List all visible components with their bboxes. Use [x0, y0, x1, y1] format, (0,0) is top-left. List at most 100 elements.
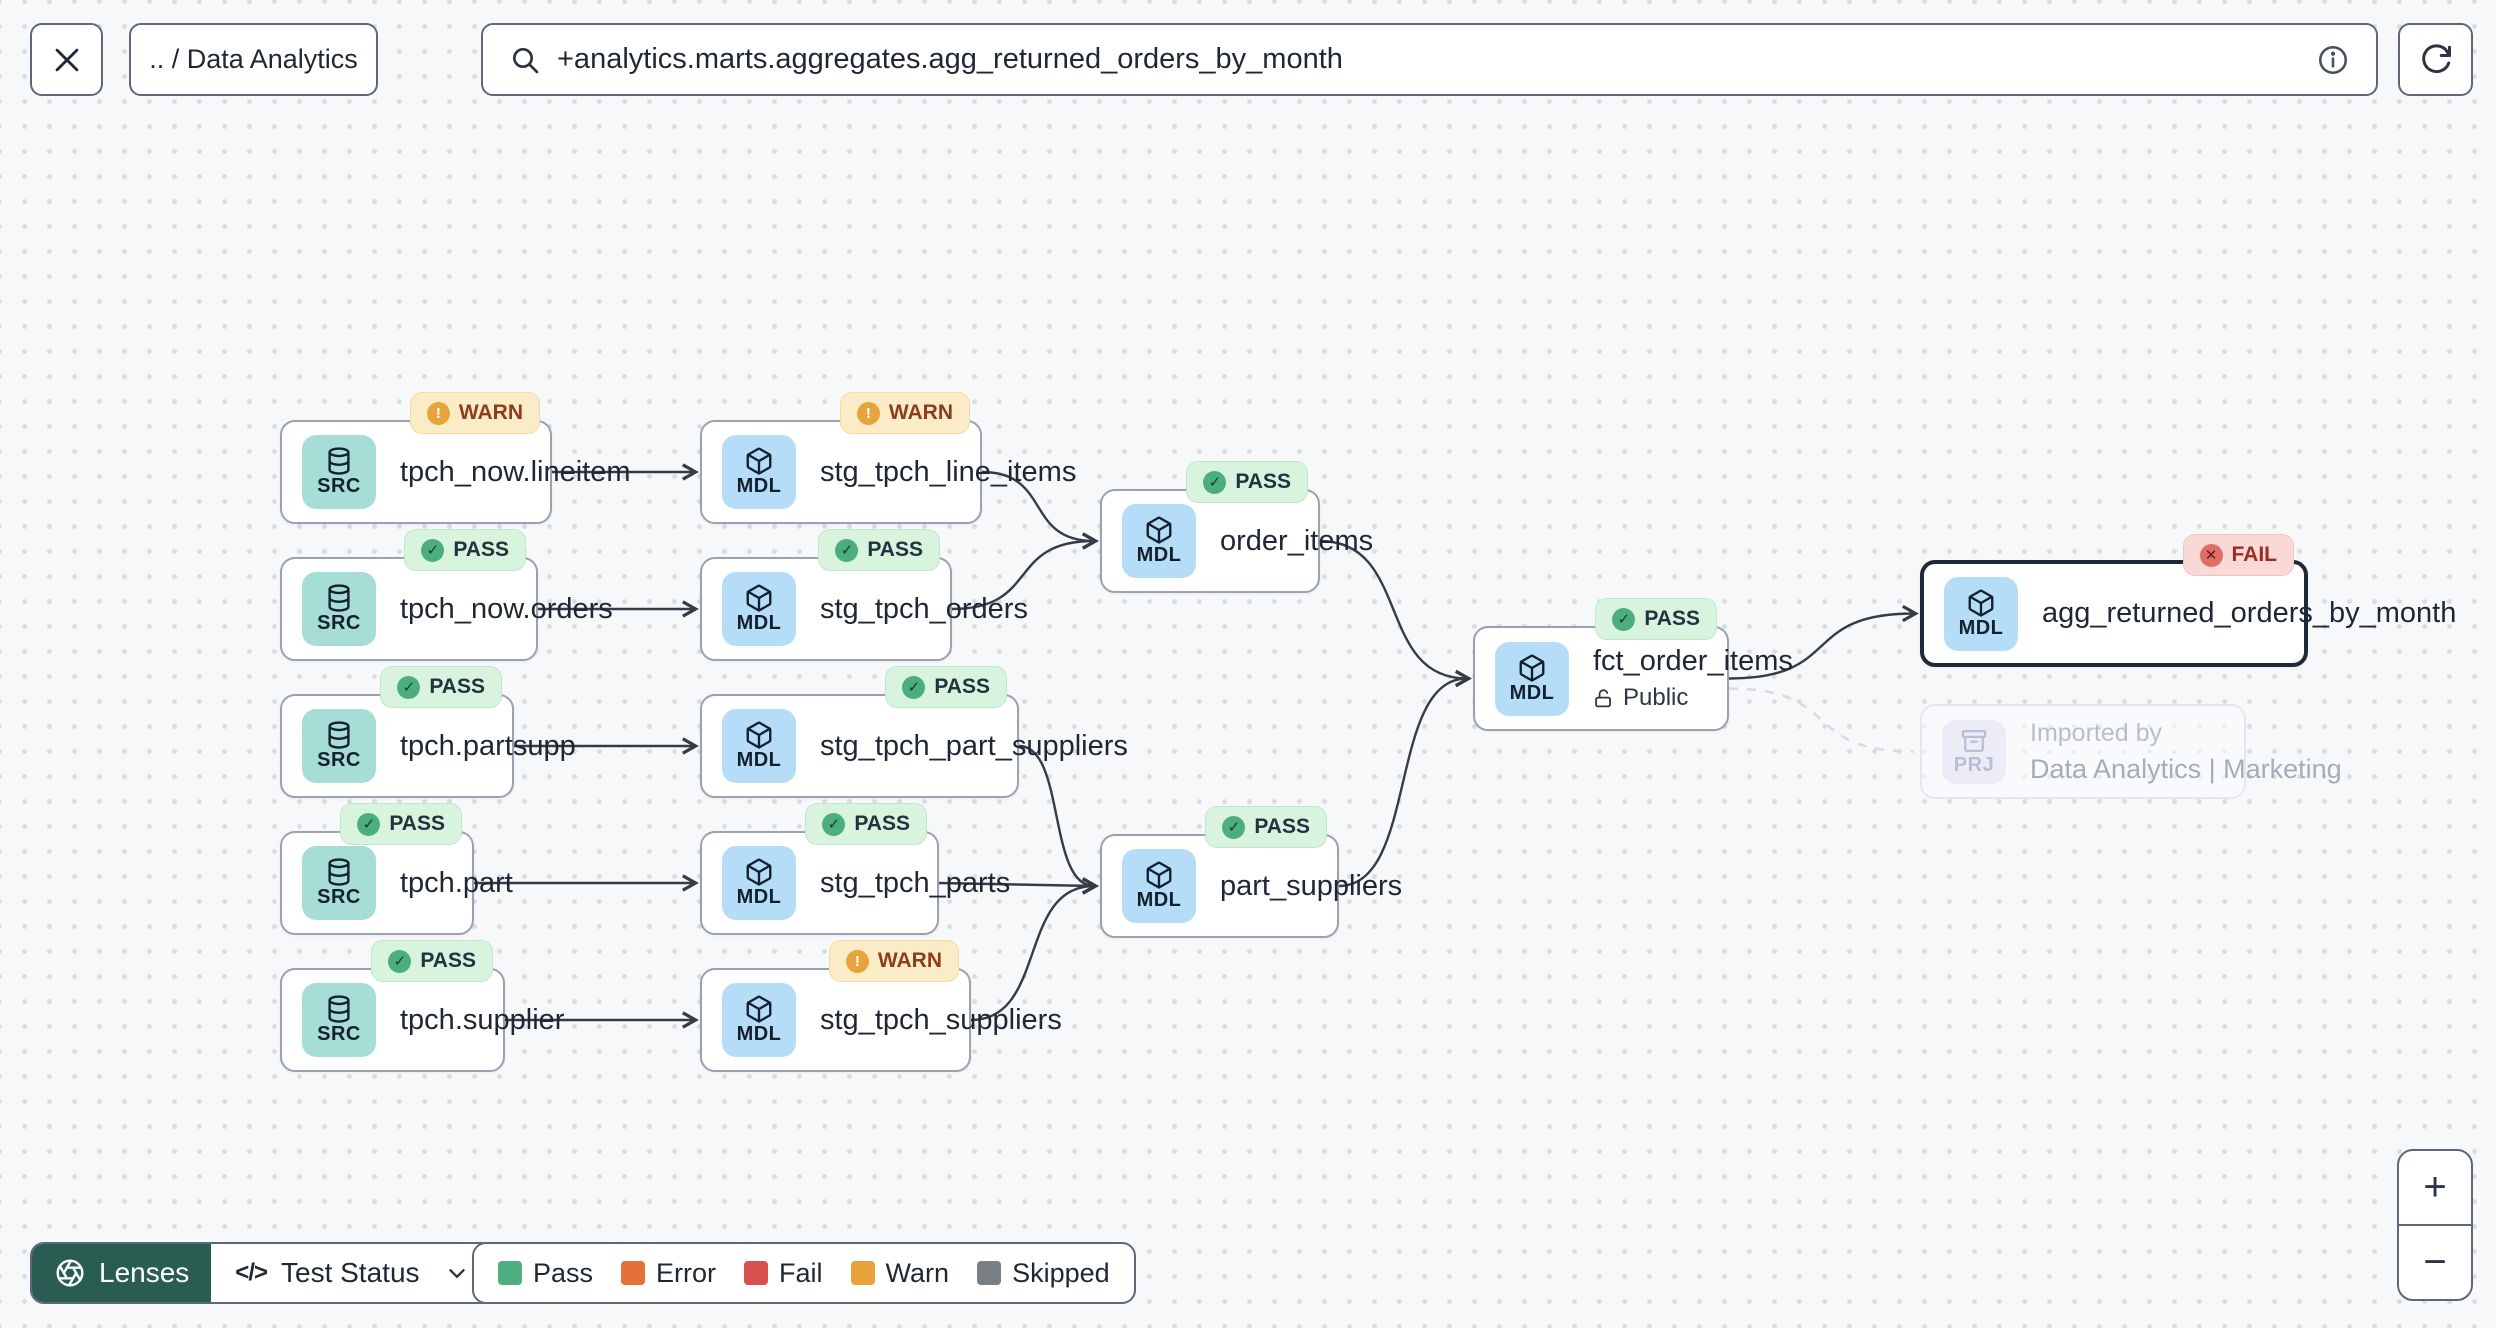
- search-bar[interactable]: [481, 23, 2378, 96]
- node-stg_tpch_parts[interactable]: ✓ PASS MDL stg_tpch_parts: [700, 803, 1010, 935]
- search-input[interactable]: [557, 43, 2300, 76]
- node-labels: tpch.part: [400, 867, 513, 900]
- close-icon: [50, 43, 84, 77]
- status-badge-warn: !WARN: [409, 392, 540, 434]
- status-badge-label: PASS: [867, 538, 923, 561]
- status-badge-label: WARN: [458, 401, 523, 424]
- node-stg_tpch_orders[interactable]: ✓ PASS MDL stg_tpch_orders: [700, 529, 1028, 661]
- info-icon[interactable]: [2316, 43, 2350, 77]
- cube-icon: MDL: [1122, 849, 1196, 923]
- node-labels: Imported by Data Analytics | Marketing: [2030, 719, 2342, 785]
- node-sublabel: Public: [1623, 684, 1689, 711]
- node-fct_order_items[interactable]: ✓PASS MDL fct_order_items Public: [1473, 598, 1793, 731]
- legend-item-skipped: Skipped: [977, 1258, 1110, 1289]
- status-badge-pass: ✓PASS: [380, 666, 502, 708]
- lenses-button[interactable]: Lenses: [32, 1244, 212, 1302]
- legend-swatch: [621, 1261, 646, 1285]
- zoom-out-button[interactable]: −: [2423, 1240, 2447, 1285]
- legend-swatch: [850, 1261, 875, 1285]
- node-labels: order_items: [1220, 525, 1373, 558]
- legend-item-pass: Pass: [498, 1258, 593, 1289]
- cube-icon: MDL: [722, 709, 796, 783]
- edge-fct_order_items-to-agg_returned_orders_by_month: [1728, 614, 1914, 680]
- cube-icon: MDL: [722, 846, 796, 920]
- node-label: stg_tpch_orders: [820, 592, 1028, 625]
- node-label: stg_tpch_parts: [820, 866, 1011, 899]
- node-label: stg_tpch_line_items: [820, 455, 1077, 488]
- status-badge-icon: ✓: [822, 812, 846, 836]
- database-icon: SRC: [302, 846, 376, 920]
- status-badge-pass: ✓PASS: [1186, 461, 1308, 503]
- status-badge-label: PASS: [854, 812, 910, 835]
- lens-selected-label: Test Status: [281, 1257, 420, 1288]
- status-badge-label: PASS: [389, 812, 445, 835]
- status-badge-pass: ✓PASS: [885, 666, 1007, 708]
- node-labels: stg_tpch_line_items: [820, 456, 1076, 489]
- status-badge-label: WARN: [877, 949, 942, 972]
- node-tpch_now_orders[interactable]: ✓PASS SRC tpch_now.orders: [280, 529, 613, 661]
- refresh-icon: [2418, 42, 2454, 78]
- status-badge-icon: ✓: [1203, 470, 1227, 494]
- database-icon: SRC: [302, 435, 376, 509]
- cube-icon: MDL: [722, 435, 796, 509]
- status-badge-icon: !: [856, 401, 880, 425]
- node-stg_tpch_part_suppliers[interactable]: ✓PASS MDL stg_tpch_part_suppliers: [700, 666, 1128, 798]
- test-status-legend: Pass Error Fail Warn Skipped: [472, 1242, 1136, 1304]
- node-label: tpch.partsupp: [400, 729, 576, 762]
- node-labels: tpch.partsupp: [400, 730, 576, 763]
- lenses-control: Lenses </> Test Status: [30, 1242, 496, 1304]
- zoom-in-button[interactable]: +: [2423, 1164, 2447, 1209]
- edge-stg_tpch_orders-to-order_items: [951, 541, 1094, 611]
- node-stg_tpch_line_items[interactable]: ! WARN MDL stg_tpch_line_items: [700, 392, 1076, 524]
- refresh-button[interactable]: [2398, 23, 2473, 96]
- lens-select[interactable]: </> Test Status: [211, 1244, 494, 1302]
- status-badge-icon: ✓: [902, 675, 926, 699]
- status-badge-icon: ✓: [1222, 815, 1246, 839]
- status-badge-label: WARN: [888, 401, 953, 424]
- lock-open-icon: [1593, 688, 1614, 709]
- cube-icon: MDL: [722, 572, 796, 646]
- status-badge-icon: !: [845, 949, 869, 973]
- node-labels: part_suppliers: [1220, 870, 1402, 903]
- node-label: stg_tpch_suppliers: [820, 1003, 1062, 1036]
- zoom-control: + −: [2397, 1149, 2473, 1301]
- status-badge-icon: ✓: [835, 538, 859, 562]
- node-labels: fct_order_items Public: [1593, 645, 1793, 712]
- node-label: order_items: [1220, 524, 1374, 557]
- status-badge-label: PASS: [1644, 607, 1700, 630]
- status-badge-label: FAIL: [2231, 543, 2278, 566]
- node-access: Public: [1593, 684, 1793, 712]
- database-icon: SRC: [302, 709, 376, 783]
- breadcrumb[interactable]: .. / Data Analytics: [129, 23, 378, 96]
- node-labels: tpch_now.orders: [400, 593, 613, 626]
- status-badge-label: PASS: [420, 949, 476, 972]
- edge-stg_tpch_parts-to-part_suppliers: [938, 883, 1094, 886]
- status-badge-pass: ✓PASS: [404, 529, 526, 571]
- cube-icon: MDL: [1495, 641, 1569, 716]
- legend-label: Fail: [779, 1257, 823, 1288]
- node-sublabel: Data Analytics | Marketing: [2030, 753, 2342, 784]
- node-labels: stg_tpch_part_suppliers: [820, 730, 1128, 763]
- lenses-label: Lenses: [99, 1257, 190, 1288]
- edge-order_items-to-fct_order_items: [1319, 539, 1467, 679]
- edge-stg_tpch_line_items-to-order_items: [981, 470, 1094, 541]
- legend-swatch: [744, 1261, 769, 1285]
- status-badge-icon: ✓: [397, 675, 421, 699]
- database-icon: SRC: [302, 572, 376, 646]
- status-badge-fail: ✕FAIL: [2182, 534, 2294, 576]
- cube-icon: MDL: [1944, 576, 2018, 651]
- legend-swatch: [498, 1261, 522, 1285]
- status-badge-pass: ✓PASS: [1595, 598, 1717, 640]
- close-button[interactable]: [30, 23, 103, 96]
